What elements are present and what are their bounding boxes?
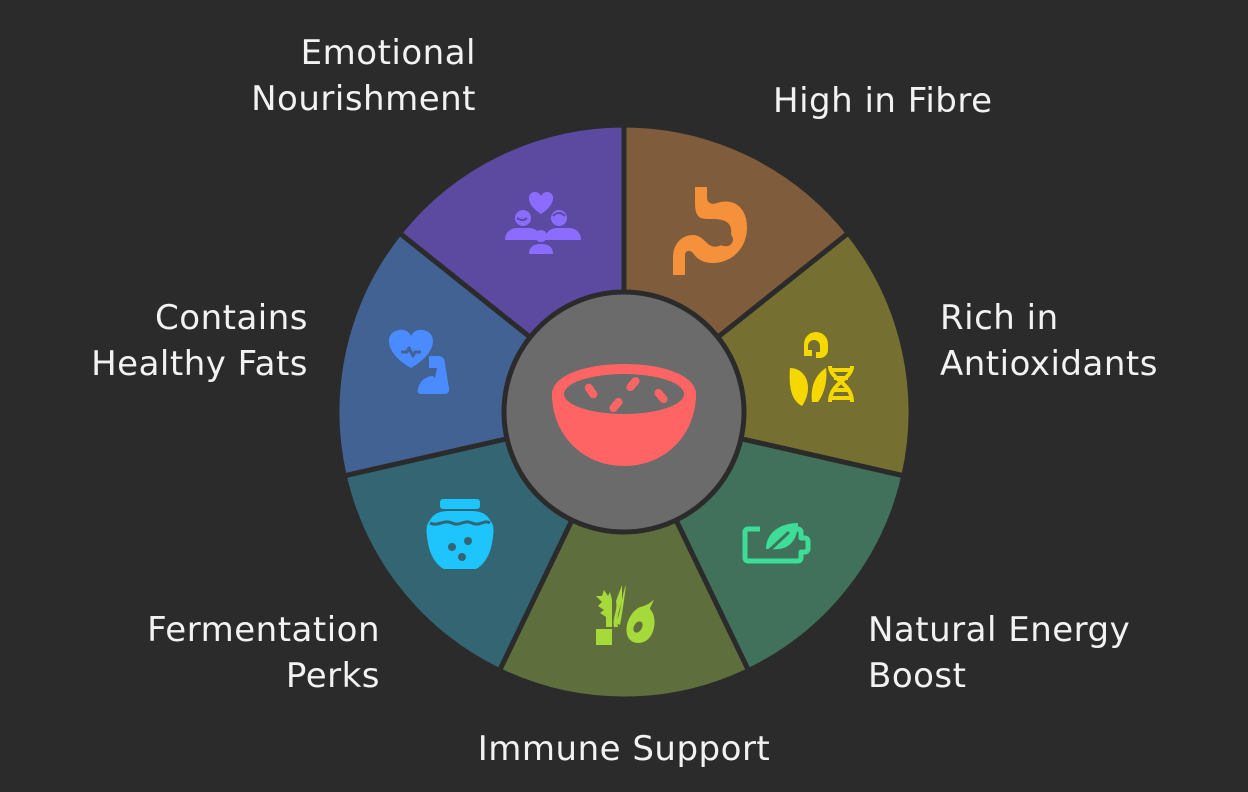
label-immune-support: Immune Support <box>477 729 771 769</box>
label-natural-energy-boost: Natural Energy Boost <box>868 610 1131 696</box>
herbs-lemon-icon <box>596 585 655 645</box>
eco-battery-icon <box>742 523 811 564</box>
leaf-dna-icon <box>789 332 854 406</box>
bowl-food-bit <box>654 388 668 404</box>
label-rich-in-antioxidants: Rich in Antioxidants <box>940 298 1158 384</box>
heart-muscle-icon <box>389 329 450 394</box>
label-emotional-nourishment: Emotional Nourishment <box>251 33 476 119</box>
wheel-icons <box>389 187 854 645</box>
bowl-food-bit <box>609 397 623 413</box>
bowl-icon <box>552 364 696 466</box>
jar-icon <box>426 499 494 569</box>
family-heart-icon <box>505 192 581 254</box>
stomach-icon <box>673 187 747 275</box>
wheel-segments <box>334 122 914 702</box>
bowl-food-bit <box>584 383 598 399</box>
center-hub <box>501 289 747 535</box>
bowl-food-bit <box>626 376 640 392</box>
label-contains-healthy-fats: Contains Healthy Fats <box>91 298 308 384</box>
label-fermentation-perks: Fermentation Perks <box>147 610 380 696</box>
label-high-in-fibre: High in Fibre <box>773 81 993 121</box>
